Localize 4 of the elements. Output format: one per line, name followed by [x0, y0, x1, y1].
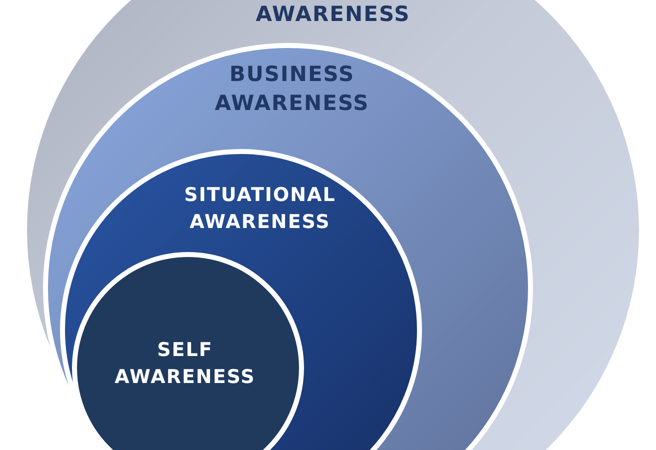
circle-label: SITUATIONAL AWARENESS: [183, 183, 337, 235]
circle-label: SELF AWARENESS: [114, 338, 256, 390]
circle-label: BUSINESS AWARENESS: [214, 61, 370, 118]
circle-label: AWARENESS: [254, 1, 412, 28]
